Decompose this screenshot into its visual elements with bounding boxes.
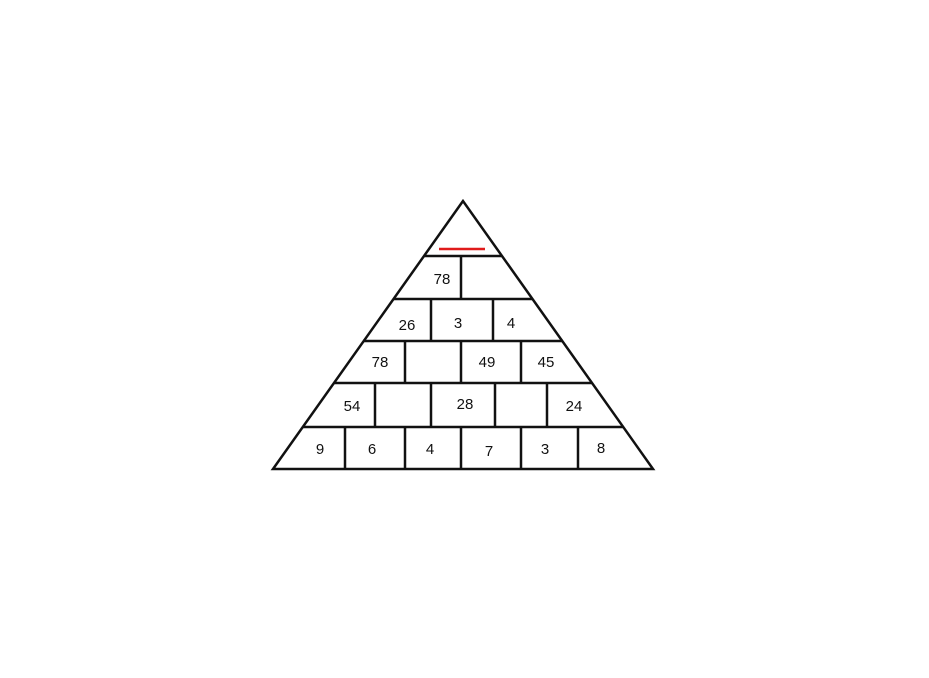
brick-value: 78 xyxy=(372,354,389,371)
brick-value: 9 xyxy=(316,441,324,458)
brick-value: 78 xyxy=(434,271,451,288)
brick-value: 3 xyxy=(541,441,549,458)
brick-value: 54 xyxy=(344,398,361,415)
brick-value: 4 xyxy=(426,441,434,458)
brick-value: 26 xyxy=(399,317,416,334)
brick-value: 45 xyxy=(538,354,555,371)
brick-value: 28 xyxy=(457,396,474,413)
brick-value: 3 xyxy=(454,315,462,332)
brick-value: 4 xyxy=(507,315,515,332)
brick-value: 6 xyxy=(368,441,376,458)
pyramid-outline xyxy=(270,198,656,471)
brick-value: 7 xyxy=(485,443,493,460)
brick-value: 49 xyxy=(479,354,496,371)
brick-value: 8 xyxy=(597,440,605,457)
brick-value: 24 xyxy=(566,398,583,415)
